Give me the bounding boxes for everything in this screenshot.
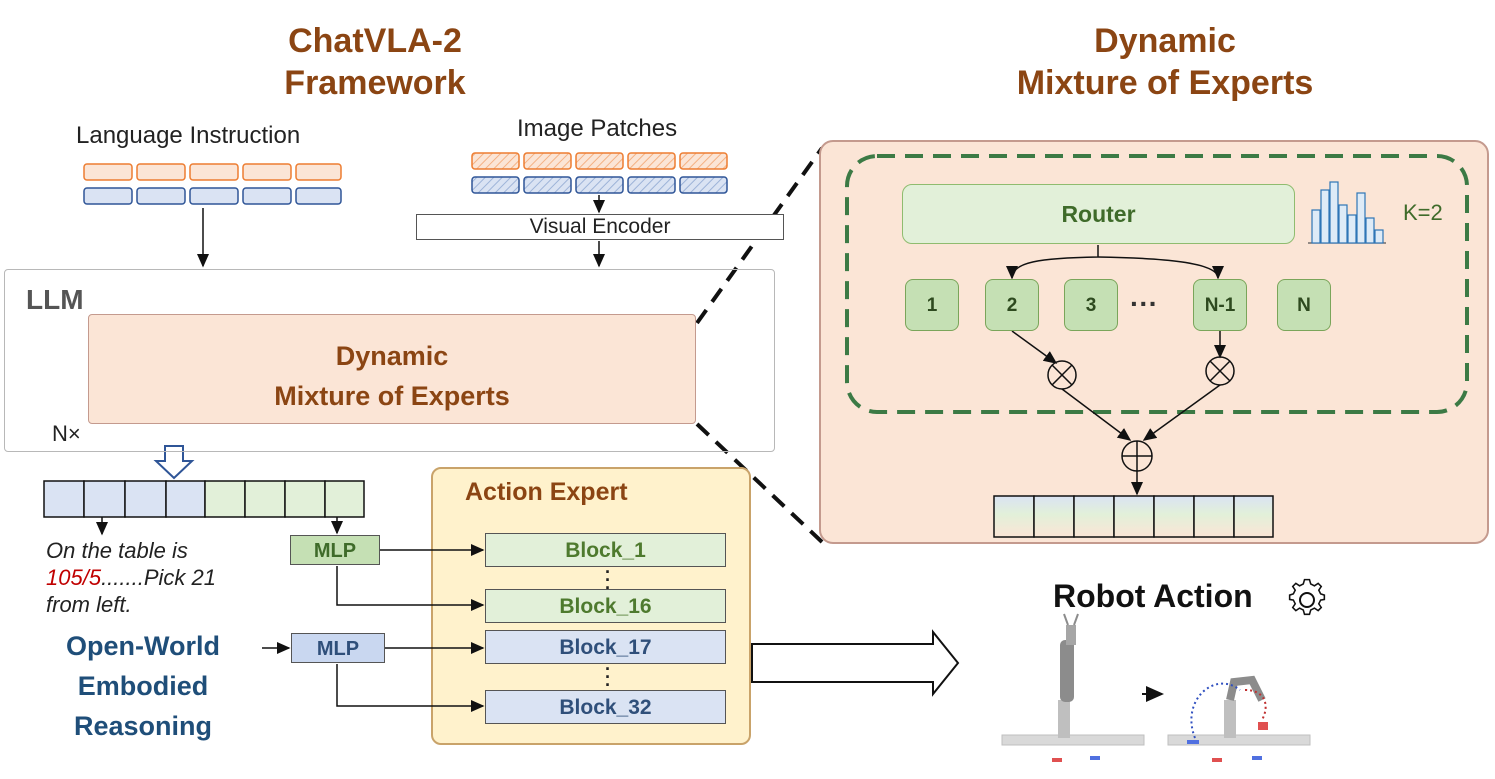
dmoe-box-line1: Dynamic	[335, 341, 449, 371]
reasoning-highlight: 105/5	[46, 565, 102, 590]
open-world-label: Open-World Embodied Reasoning	[30, 626, 256, 746]
open-world-line1: Open-World	[66, 631, 220, 661]
llm-box	[4, 269, 775, 452]
block-32: Block_32	[485, 690, 726, 724]
block-ellipsis-green: ···	[605, 562, 611, 598]
framework-title-line2: Framework	[284, 64, 466, 102]
llm-label: LLM	[26, 284, 84, 315]
moe-output-tokens	[993, 495, 1274, 538]
visual-encoder-label: Visual Encoder	[529, 215, 671, 238]
output-token-row	[43, 480, 365, 518]
expert-ellipsis: ···	[1130, 288, 1158, 319]
dmoe-box	[88, 314, 696, 424]
output-arrow-icon	[751, 629, 960, 697]
open-world-line2: Embodied	[77, 671, 209, 701]
k-label: K=2	[1403, 200, 1443, 225]
dmoe-box-line2: Mixture of Experts	[274, 381, 510, 411]
moe-title-line1: Dynamic	[1094, 22, 1236, 60]
robot-action-label: Robot Action	[1053, 578, 1253, 614]
expert-3: 3	[1064, 279, 1118, 331]
reasoning-line2: 105/5.......Pick 21	[46, 564, 286, 591]
framework-title-line1: ChatVLA-2	[288, 22, 462, 60]
robot-arm-illustration-before	[1001, 613, 1145, 762]
open-world-line3: Reasoning	[73, 711, 213, 741]
expert-2: 2	[985, 279, 1039, 331]
image-patch-tokens	[471, 152, 728, 194]
reasoning-line1: On the table is	[46, 538, 188, 563]
expert-n: N	[1277, 279, 1331, 331]
expert-n-minus-1: N-1	[1193, 279, 1247, 331]
block-17: Block_17	[485, 630, 726, 664]
mlp-blue: MLP	[291, 633, 385, 663]
reasoning-line3: from left.	[46, 592, 132, 617]
mlp-green: MLP	[290, 535, 380, 565]
moe-title-line2: Mixture of Experts	[1016, 64, 1314, 102]
reasoning-line2-rest: .......Pick 21	[101, 565, 216, 590]
histogram-icon	[1308, 181, 1386, 244]
visual-encoder-box	[416, 214, 784, 240]
router-box	[902, 184, 1295, 244]
framework-title: ChatVLA-2 Framework	[210, 20, 540, 104]
moe-title: Dynamic Mixture of Experts	[960, 20, 1370, 104]
image-patches-label: Image Patches	[517, 115, 678, 142]
language-tokens	[83, 163, 342, 205]
expert-1: 1	[905, 279, 959, 331]
router-label: Router	[1061, 201, 1136, 227]
block-ellipsis-blue: ···	[605, 659, 611, 695]
block-1: Block_1	[485, 533, 726, 567]
reasoning-output-text: On the table is 105/5.......Pick 21 from…	[46, 537, 286, 618]
block-16: Block_16	[485, 589, 726, 623]
robot-arm-illustration-after	[1167, 675, 1311, 762]
dmoe-box-text: Dynamic Mixture of Experts	[88, 336, 696, 416]
action-expert-title: Action Expert	[465, 478, 628, 506]
nx-label: N×	[52, 421, 81, 446]
gear-icon	[1288, 578, 1326, 616]
language-instruction-label: Language Instruction	[76, 122, 301, 149]
